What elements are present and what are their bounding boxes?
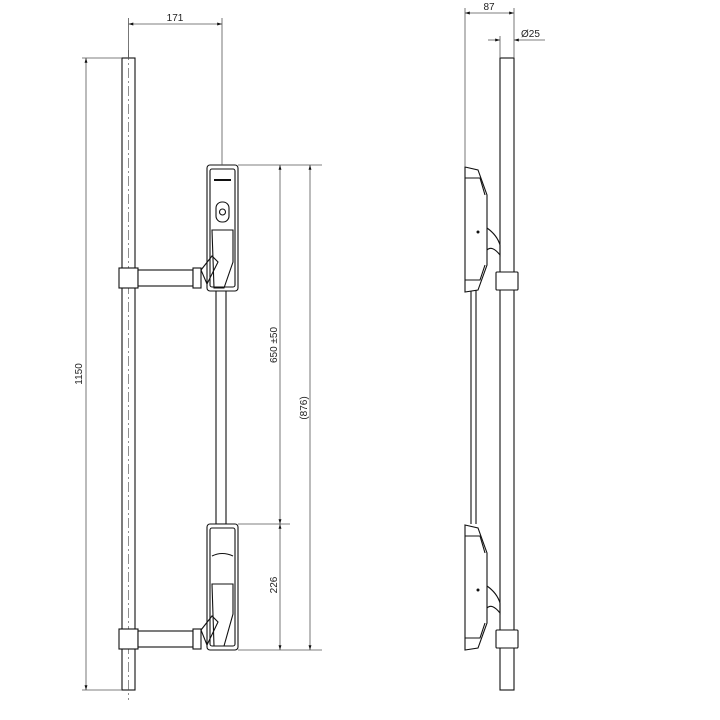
- dimension-171: 171: [128, 13, 223, 165]
- dim-label-87: 87: [483, 2, 495, 13]
- upper-bar-bracket: [118, 267, 202, 289]
- lower-lock-case: [200, 523, 239, 651]
- dimension-87: 87: [464, 2, 515, 167]
- upper-lock-case-profile: [464, 166, 519, 293]
- lower-bar-bracket: [118, 628, 202, 650]
- connecting-rod: [215, 289, 227, 525]
- dimension-1150: 1150: [74, 57, 122, 691]
- lower-lock-case-profile: [464, 524, 519, 651]
- dim-label-226: 226: [269, 576, 280, 593]
- upper-lock-case: [200, 164, 239, 292]
- side-view: [464, 57, 519, 691]
- dim-label-876: (876): [299, 396, 310, 419]
- dim-label-1150: 1150: [74, 363, 85, 385]
- vertical-rod: [121, 50, 136, 700]
- dim-label-171: 171: [167, 13, 184, 24]
- dimension-226: 226: [269, 524, 282, 650]
- front-view: [118, 50, 239, 700]
- side-vertical-rod: [499, 57, 515, 691]
- dim-label-650: 650 ±50: [269, 327, 280, 364]
- dimension-650: 650 ±50: [238, 164, 322, 525]
- dimension-diameter-25: Ø25: [488, 29, 545, 58]
- dim-label-diameter: Ø25: [521, 29, 540, 40]
